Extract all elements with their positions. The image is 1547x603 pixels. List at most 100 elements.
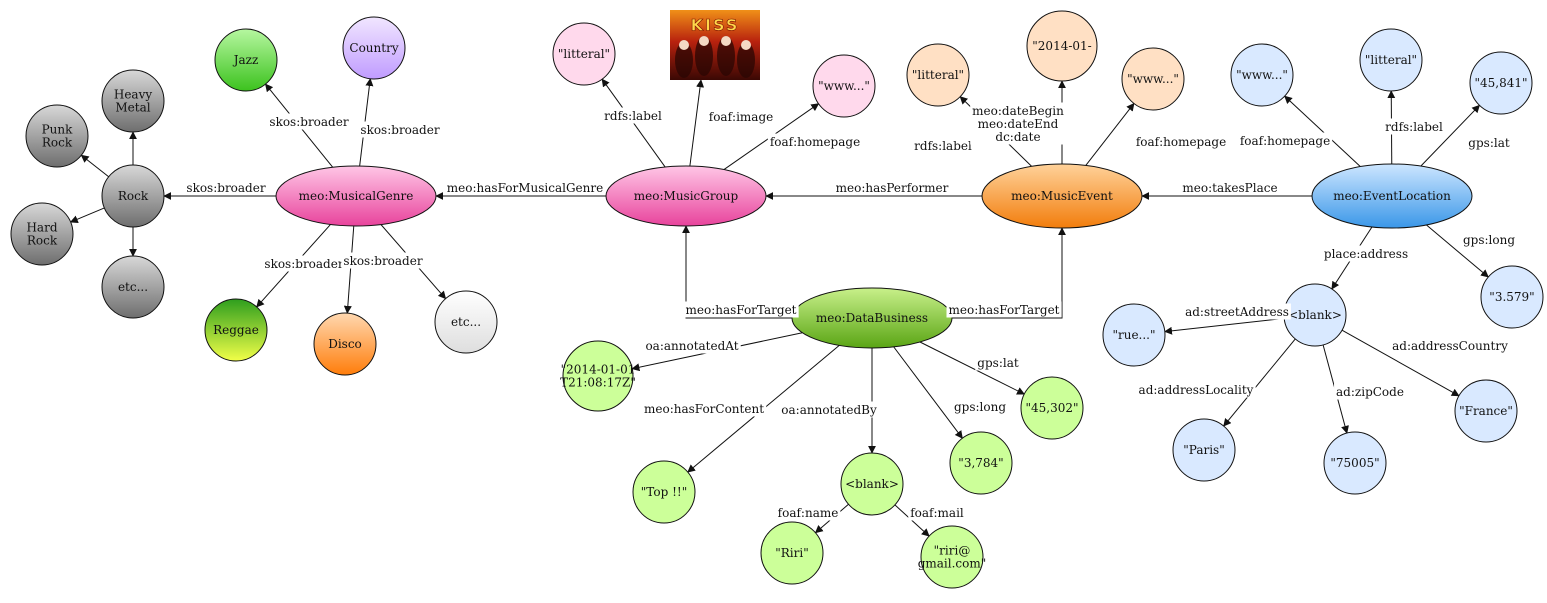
node-data-business: meo:DataBusiness — [791, 287, 953, 349]
edge-event-location-to-loc-lat — [1420, 104, 1481, 167]
node-label: meo:EventLocation — [1333, 189, 1451, 203]
edge-label-bg — [970, 102, 1067, 145]
node-event-date: "2014-01- — [1026, 10, 1098, 82]
edge-label: foaf:homepage — [770, 135, 860, 149]
edge-label-bg — [767, 133, 863, 150]
node-circle — [1359, 28, 1423, 92]
node-france: "France" — [1454, 379, 1518, 443]
node-label: "3.579" — [1489, 290, 1534, 304]
node-top: "Top !!" — [632, 460, 696, 524]
node-loc-long: "3.579" — [1480, 265, 1544, 329]
edge-label-bg — [1334, 383, 1406, 400]
edge-data-business-to-music-event — [952, 227, 1066, 319]
edge-label-bg — [833, 179, 951, 196]
node-label: "Paris" — [1183, 443, 1224, 457]
edge-label-bg — [951, 398, 1009, 415]
edge-arrow — [682, 225, 792, 319]
class-ellipse — [1311, 163, 1473, 229]
edge-arrow — [80, 154, 109, 178]
class-ellipse — [275, 165, 437, 227]
node-circle — [1026, 10, 1098, 82]
node-label: Reggae — [213, 323, 259, 337]
node-country: Country — [342, 16, 406, 80]
edge-label-bg — [1237, 132, 1333, 149]
edge-rock-to-punk-rock — [80, 154, 109, 178]
edge-data-business-to-db-lat — [919, 341, 1025, 395]
node-db-blank: <blank> — [840, 452, 904, 516]
node-circle — [1102, 303, 1166, 367]
node-circle — [1469, 51, 1533, 115]
class-ellipse — [605, 165, 767, 227]
node-circle — [313, 312, 377, 376]
node-genre-etc: etc... — [434, 290, 498, 354]
edge-arrow — [1223, 338, 1296, 427]
node-circle — [632, 460, 696, 524]
edge-arrow — [1284, 95, 1361, 167]
edge-label: meo:hasForTarget — [949, 303, 1060, 317]
node-label: meo:MusicGroup — [634, 189, 739, 203]
node-riri: "Riri" — [760, 521, 824, 585]
node-event-homepage: "www..." — [1121, 47, 1185, 111]
node-circle — [1454, 379, 1518, 443]
node-label: "litteral" — [1365, 53, 1417, 67]
node-circle — [840, 452, 904, 516]
edge-label-bg — [341, 252, 425, 269]
node-circle — [1480, 265, 1544, 329]
edge-label: rdfs:label — [914, 139, 972, 153]
edge-arrow — [343, 225, 355, 314]
node-label: "45,302" — [1025, 401, 1078, 415]
edge-arrow — [1420, 104, 1481, 167]
edge-data-business-to-music-group — [682, 225, 792, 319]
node-label: "rue..." — [1112, 328, 1155, 342]
node-label: "litteral" — [912, 68, 964, 82]
node-db-long: "3,784" — [949, 431, 1013, 495]
edge-arrow — [952, 227, 1066, 319]
node-label: meo:MusicEvent — [1011, 189, 1113, 203]
edge-label: rdfs:label — [1385, 120, 1443, 134]
edge-label: place:address — [1324, 247, 1408, 261]
node-circle — [1020, 376, 1084, 440]
edge-label-bg — [1460, 231, 1518, 248]
node-circle — [760, 521, 824, 585]
node-label: Disco — [328, 337, 362, 351]
edge-arrow — [69, 207, 105, 223]
edge-label-bg — [1136, 381, 1256, 398]
node-circle — [214, 28, 278, 92]
node-circle — [342, 16, 406, 80]
edge-music-group-to-kiss-image — [689, 79, 705, 167]
edge-label: foaf:name — [778, 506, 839, 520]
edge-label: oa:annotatedAt — [645, 339, 738, 353]
edge-label-bg — [641, 400, 767, 417]
node-group-label: "litteral" — [552, 22, 616, 86]
edge-label-bg — [1466, 134, 1512, 151]
node-circle — [562, 340, 634, 412]
edge-label: gps:lat — [1468, 136, 1510, 150]
node-label: Jazz — [232, 53, 259, 67]
edge-label-bg — [779, 401, 879, 418]
node-music-group: meo:MusicGroup — [605, 165, 767, 227]
edge-label: skos:broader — [264, 257, 343, 271]
node-zipcode: "75005" — [1323, 431, 1387, 495]
node-label: "www..." — [1236, 68, 1288, 82]
edge-labels-layer: skos:broaderskos:broaderskos:broaderskos… — [184, 102, 1518, 521]
edge-label: ad:addressCountry — [1392, 339, 1508, 353]
edge-label-bg — [643, 337, 741, 354]
node-loc-blank: <blank> — [1283, 283, 1347, 347]
edge-label-bg — [184, 179, 268, 196]
edge-arrow — [689, 79, 705, 167]
node-label: etc... — [451, 315, 481, 329]
edge-label: skos:broader — [360, 123, 439, 137]
node-circle — [812, 54, 876, 118]
node-loc-lat: "45,841" — [1469, 51, 1533, 115]
edge-label-bg — [267, 113, 351, 130]
node-label: meo:DataBusiness — [816, 311, 928, 325]
node-music-event: meo:MusicEvent — [981, 163, 1143, 229]
